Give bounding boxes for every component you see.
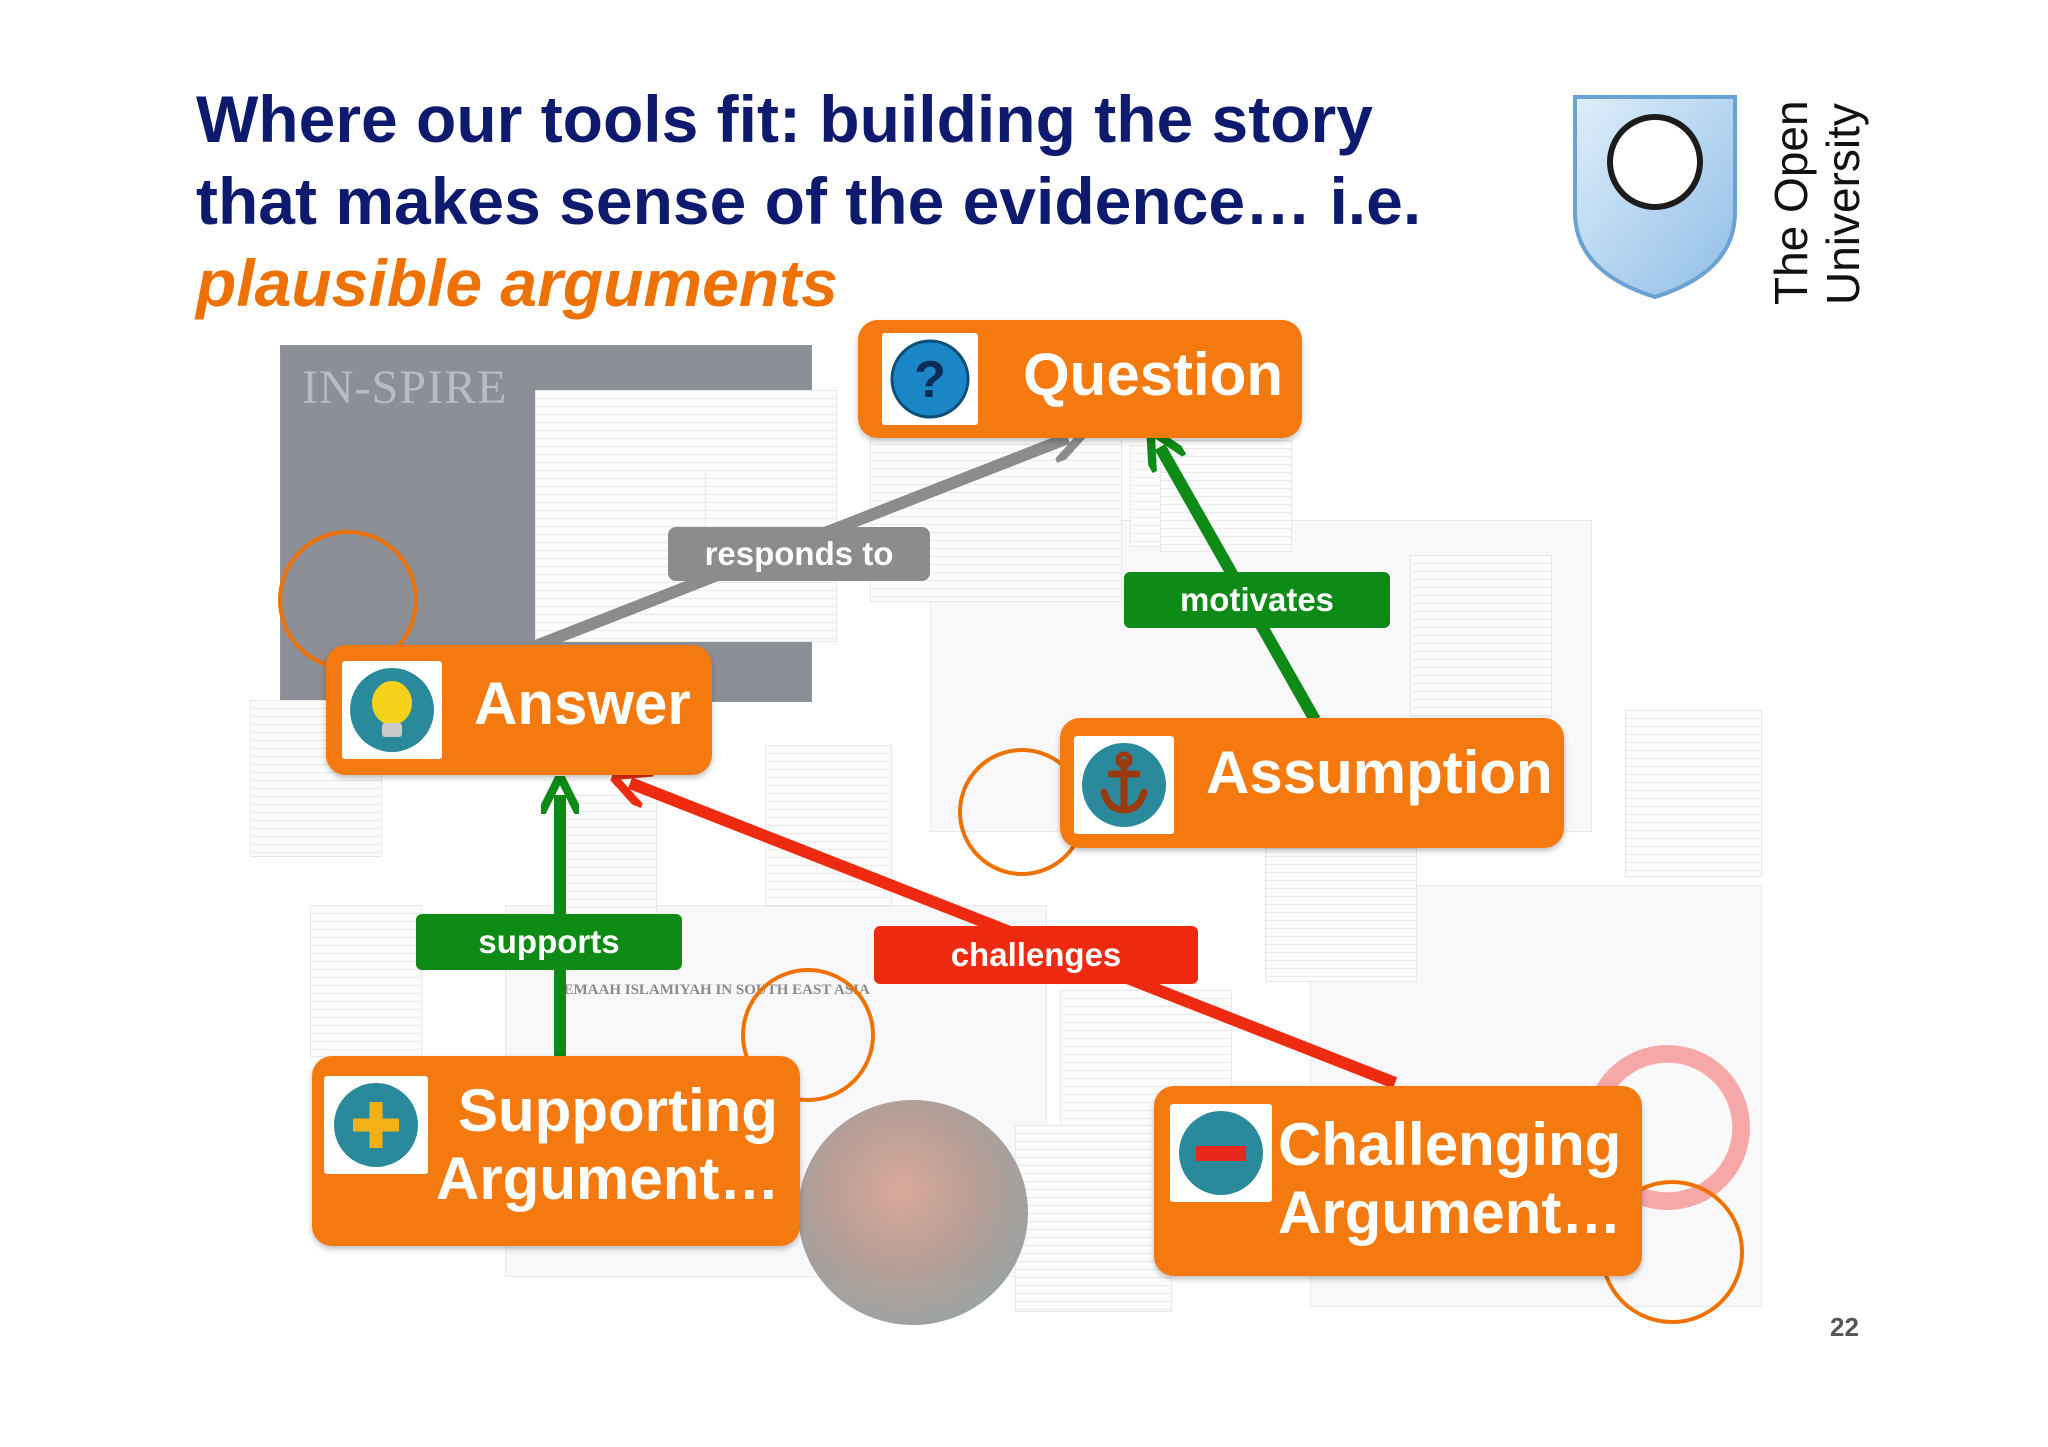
responds-to-label: responds to (668, 527, 930, 581)
document-thumbnail (310, 905, 422, 1057)
title-line-2: that makes sense of the evidence… i.e. (196, 164, 1422, 238)
title-line-1: Where our tools fit: building the story (196, 82, 1373, 156)
supports-label: supports (416, 914, 682, 970)
minus-icon (1179, 1111, 1263, 1195)
supporting-argument-node: Supporting Argument… (312, 1056, 800, 1246)
motivates-label: motivates (1124, 572, 1390, 628)
supporting-label-line-2: Argument… (436, 1145, 780, 1212)
question-node: ? Question (858, 320, 1302, 438)
document-thumbnail (1015, 1125, 1172, 1312)
document-thumbnail (1410, 555, 1552, 717)
inspire-label: IN-SPIRE (302, 361, 508, 414)
challenging-label-line-2: Argument… (1278, 1179, 1622, 1246)
title-emphasis: plausible arguments (196, 246, 838, 320)
ji-map-label: JEMAAH ISLAMIYAH IN SOUTH EAST ASIA (556, 982, 870, 998)
document-thumbnail (555, 795, 657, 917)
document-thumbnail (1625, 710, 1762, 877)
anchor-icon (1082, 743, 1166, 827)
plus-icon (334, 1083, 418, 1167)
question-label: Question (1023, 341, 1284, 408)
assumption-label: Assumption (1206, 739, 1553, 806)
challenging-argument-node: Challenging Argument… (1154, 1086, 1642, 1276)
globe-image (798, 1100, 1028, 1325)
highlight-circle (741, 968, 875, 1102)
challenges-label: challenges (874, 926, 1198, 984)
page-number: 22 (1830, 1312, 1859, 1342)
question-mark-icon: ? (890, 339, 970, 419)
answer-label: Answer (474, 670, 691, 737)
document-thumbnail (1265, 840, 1417, 982)
svg-text:?: ? (914, 351, 946, 409)
lightbulb-icon (350, 668, 434, 752)
assumption-node: Assumption (1060, 718, 1564, 848)
slide-title: Where our tools fit: building the story … (196, 78, 1516, 324)
challenging-label-line-1: Challenging (1278, 1111, 1622, 1178)
open-university-shield-icon (1573, 95, 1737, 300)
answer-node: Answer (326, 645, 712, 775)
supporting-label-line-1: Supporting (458, 1077, 778, 1144)
